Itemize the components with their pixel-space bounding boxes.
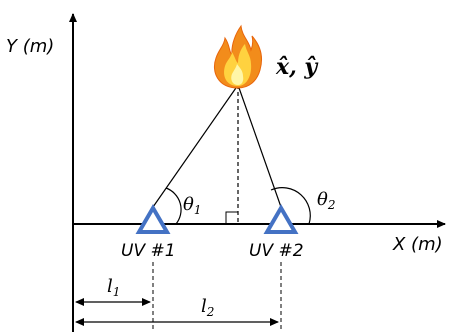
theta1-arc bbox=[165, 187, 182, 225]
y-axis-label: Y (m) bbox=[6, 36, 54, 57]
uv2-sensor-icon bbox=[263, 204, 299, 234]
theta2-label: θ2 bbox=[317, 189, 335, 212]
theta1-label: θ1 bbox=[183, 194, 201, 217]
uv2-label: UV #2 bbox=[249, 241, 304, 261]
theta2-arc bbox=[270, 187, 311, 225]
x-axis-label: X (m) bbox=[392, 234, 443, 255]
uv1-label: UV #1 bbox=[121, 241, 176, 261]
l2-label: l2 bbox=[201, 296, 214, 319]
right-angle-marker bbox=[225, 211, 238, 224]
fire-icon bbox=[214, 24, 263, 89]
line-uv2-to-fire bbox=[237, 84, 282, 208]
l1-label: l1 bbox=[107, 276, 120, 299]
fire-position-label: x̂, ŷ bbox=[275, 54, 319, 80]
line-uv1-to-fire bbox=[152, 84, 239, 208]
uv1-sensor-icon bbox=[135, 204, 171, 234]
